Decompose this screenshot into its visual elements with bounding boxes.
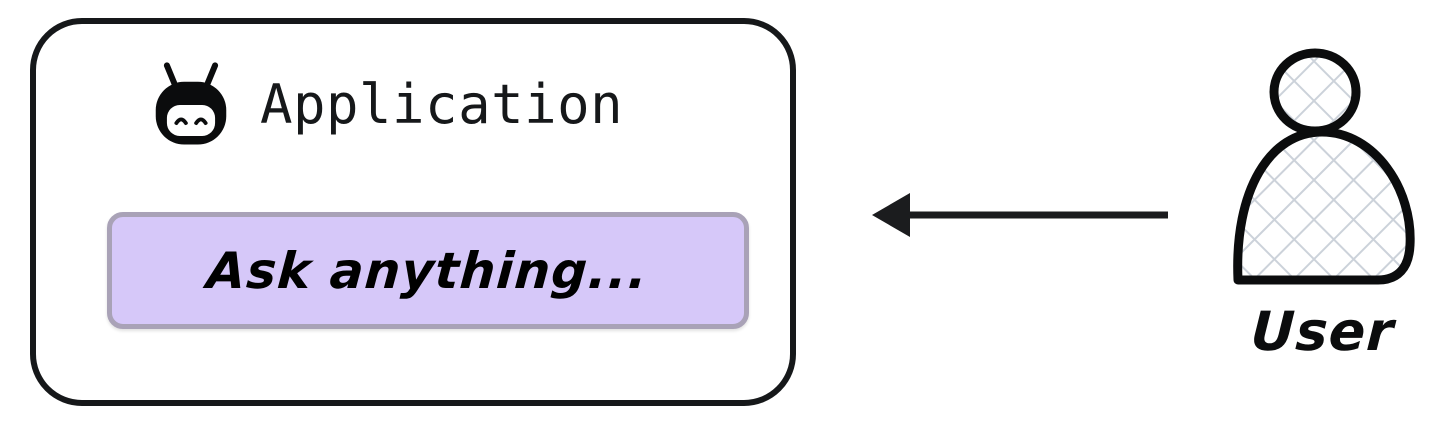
- user-person-icon: [1233, 48, 1415, 285]
- arrow-user-to-application: [872, 193, 1168, 237]
- user-actor-label: User: [1249, 300, 1396, 363]
- robot-icon: [155, 62, 227, 145]
- application-card[interactable]: Application Ask anything...: [30, 18, 796, 406]
- application-title: Application: [260, 73, 624, 136]
- application-header: Application: [148, 62, 623, 148]
- prompt-input[interactable]: Ask anything...: [107, 212, 749, 329]
- prompt-placeholder-text: Ask anything...: [205, 241, 651, 300]
